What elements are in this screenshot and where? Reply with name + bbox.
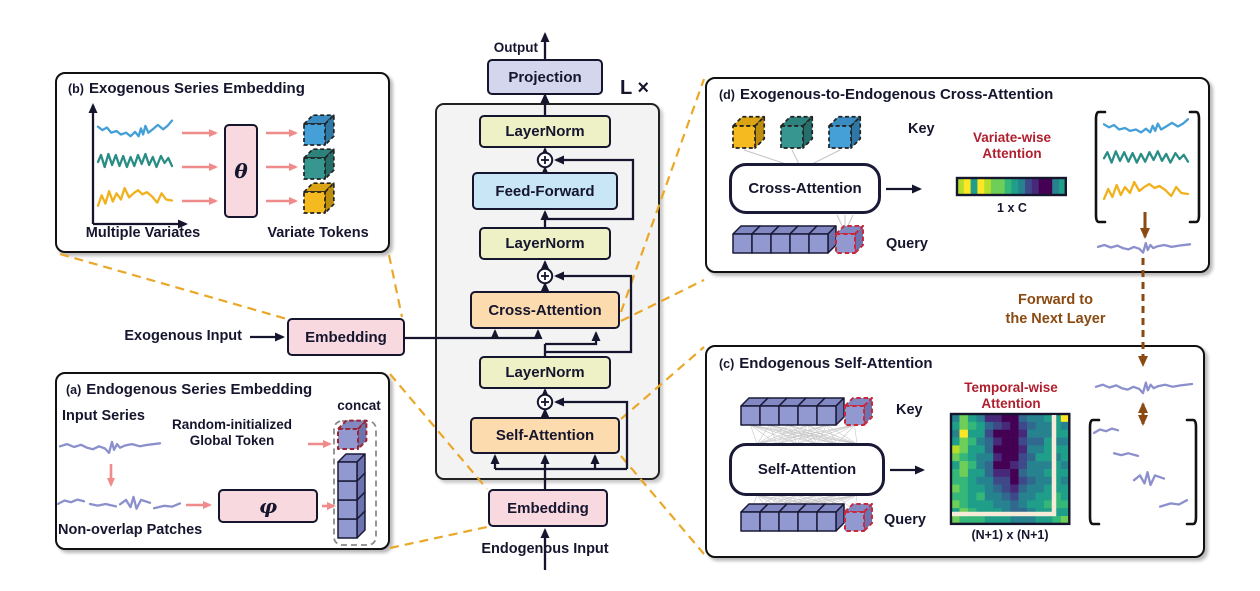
panel-d-title-text: Exogenous-to-Endogenous Cross-Attention bbox=[739, 86, 1054, 103]
random-initialized-label-line2: Global Token bbox=[189, 433, 275, 448]
self-attention-detail-box: Self-Attention bbox=[729, 443, 885, 496]
feed-forward-box: Feed-Forward bbox=[472, 172, 618, 210]
exogenous-input-label: Exogenous Input bbox=[124, 328, 242, 344]
theta-embedding-box: θ bbox=[224, 124, 258, 218]
layernorm-box-top: LayerNorm bbox=[479, 115, 611, 148]
forward-next-layer-label-line1: Forward to bbox=[1018, 292, 1093, 308]
panel-a-prefix: (a) bbox=[66, 383, 82, 397]
panel-b-prefix: (b) bbox=[68, 82, 84, 96]
panel-b-title: (b) Exogenous Series Embedding bbox=[68, 80, 305, 97]
theta-symbol: θ bbox=[234, 159, 248, 183]
layernorm-box-bottom: LayerNorm bbox=[479, 356, 611, 389]
temporal-wise-attention-label-line2: Attention bbox=[981, 396, 1041, 411]
layer-repeat-label: L × bbox=[620, 77, 650, 99]
projection-box: Projection bbox=[487, 59, 603, 95]
self-attention-key-label: Key bbox=[896, 402, 923, 418]
panel-b-title-text: Exogenous Series Embedding bbox=[88, 80, 305, 97]
self-attention-query-label: Query bbox=[884, 512, 926, 528]
input-series-label: Input Series bbox=[62, 408, 145, 424]
variate-wise-attention-label-line2: Attention bbox=[982, 146, 1042, 161]
endogenous-embedding-box: Embedding bbox=[488, 489, 608, 527]
non-overlap-patches-label: Non-overlap Patches bbox=[58, 522, 203, 538]
cross-attention-box: Cross-Attention bbox=[470, 291, 620, 329]
panel-c-title-text: Endogenous Self-Attention bbox=[739, 355, 933, 372]
panel-d-prefix: (d) bbox=[719, 88, 735, 102]
cross-attention-key-label: Key bbox=[908, 121, 935, 137]
layernorm-box-middle: LayerNorm bbox=[479, 227, 611, 260]
output-label: Output bbox=[493, 40, 538, 55]
concat-label: concat bbox=[337, 398, 381, 413]
exogenous-embedding-box: Embedding bbox=[287, 318, 405, 356]
phi-embedding-box: φ bbox=[218, 489, 318, 523]
temporal-wise-attention-label-line1: Temporal-wise bbox=[964, 380, 1058, 395]
panel-c-title: (c) Endogenous Self-Attention bbox=[719, 355, 933, 372]
temporal-attention-dim-label: (N+1) x (N+1) bbox=[971, 528, 1049, 542]
panel-a-title: (a) Endogenous Series Embedding bbox=[66, 381, 312, 398]
panel-a-title-text: Endogenous Series Embedding bbox=[86, 381, 313, 398]
multiple-variates-label: Multiple Variates bbox=[85, 225, 201, 241]
cross-attention-query-label: Query bbox=[886, 236, 928, 252]
forward-next-layer-label-line2: the Next Layer bbox=[1005, 311, 1106, 327]
endogenous-input-label: Endogenous Input bbox=[481, 541, 609, 557]
panel-d-title: (d) Exogenous-to-Endogenous Cross-Attenti… bbox=[719, 86, 1053, 103]
panel-c-prefix: (c) bbox=[719, 357, 735, 371]
cross-attention-detail-box: Cross-Attention bbox=[729, 163, 881, 214]
self-attention-box: Self-Attention bbox=[470, 417, 620, 454]
phi-symbol: φ bbox=[258, 494, 278, 518]
random-initialized-label-line1: Random-initialized bbox=[171, 417, 292, 432]
variate-attention-dim-label: 1 x C bbox=[997, 201, 1027, 215]
variate-wise-attention-label-line1: Variate-wise bbox=[972, 130, 1052, 145]
variate-tokens-label: Variate Tokens bbox=[267, 225, 369, 241]
